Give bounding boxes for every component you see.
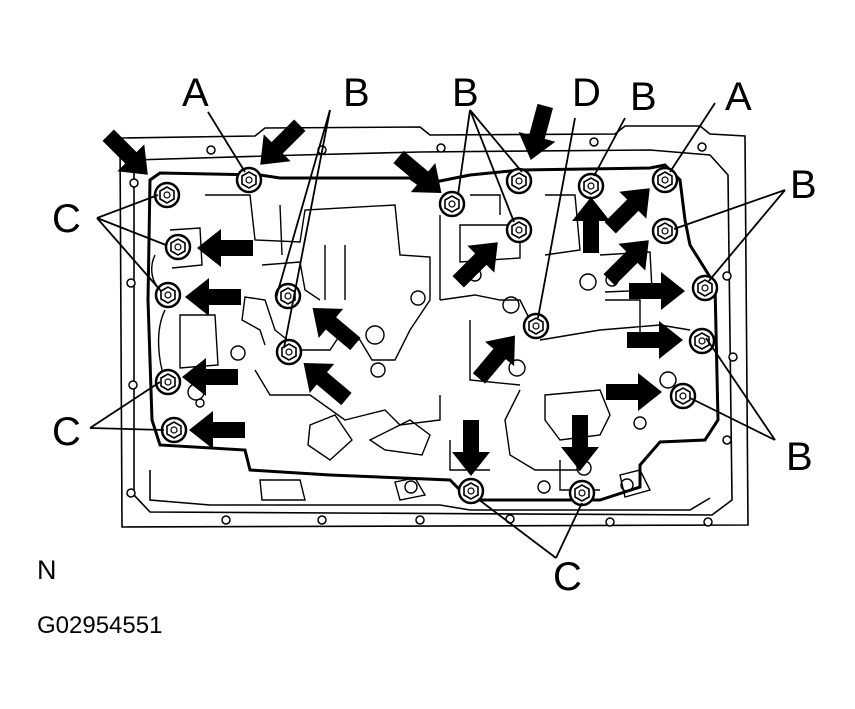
oil-pan-outline [119,125,749,528]
bolt-a-left [235,166,263,194]
bolt-b-6 [577,172,605,200]
callout-c-bottom: C [553,555,582,599]
bolt-b-2 [275,338,303,366]
callout-a-right: A [725,75,752,119]
callout-b-top-center: B [452,71,479,115]
callout-c-left-lower: C [52,410,81,454]
leader-lines [89,102,786,559]
callout-d-top: D [572,71,601,115]
bolt-c-5 [160,416,188,444]
callout-b-right-lower: B [786,435,813,479]
callout-b-top-right: B [630,75,657,119]
view-direction-label: N [37,555,57,585]
pan-mounting-holes [126,137,738,527]
bolt-b-8 [691,274,719,302]
bolt-b-3 [438,190,466,218]
bolt-b-5 [505,216,533,244]
bolt-b-9 [688,327,716,355]
bolt-b-7 [651,217,679,245]
bolt-c-7 [568,479,596,507]
callout-a-left: A [182,71,209,115]
valve-body-outline [146,163,720,502]
bolt-a-right [651,166,679,194]
bolt-b-4 [505,167,533,195]
callout-c-left-upper: C [52,197,81,241]
bolt-d [522,312,550,340]
bolt-b-10 [669,382,697,410]
bolt-c-3 [154,281,182,309]
bolt-c-2 [164,233,192,261]
bolt-c-1 [153,181,181,209]
callout-b-top-left: B [343,71,370,115]
direction-arrows [94,101,685,476]
callout-b-right-upper: B [790,163,817,207]
figure-id: G02954551 [37,612,163,639]
